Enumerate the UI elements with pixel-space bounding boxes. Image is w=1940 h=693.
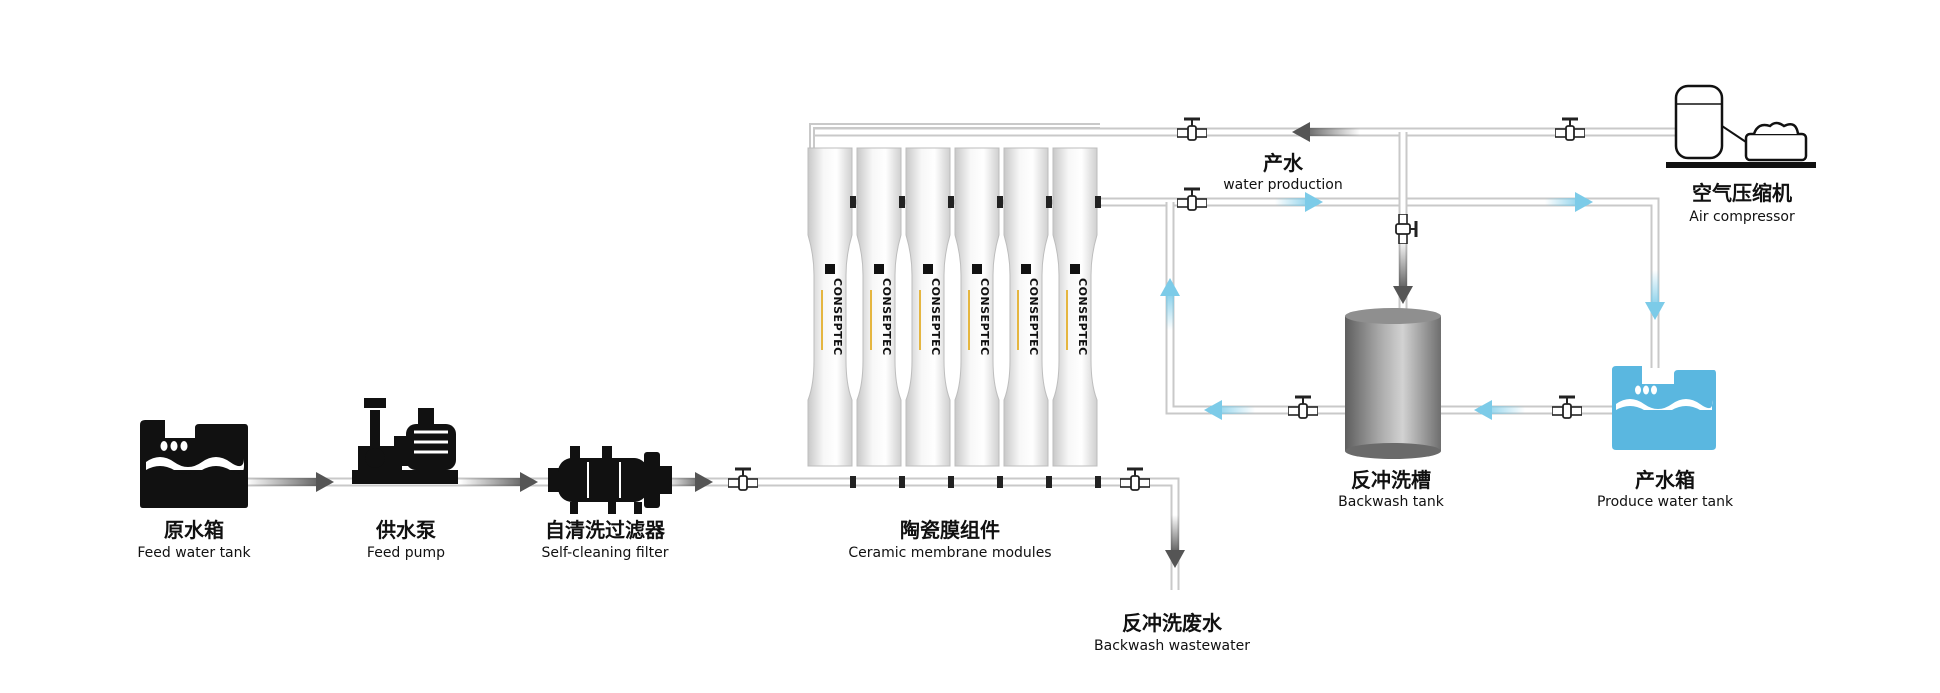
- backwash-tank-label-zh: 反冲洗槽: [1351, 468, 1431, 492]
- membrane-module: CONSEPTEC: [954, 147, 1003, 488]
- labels: 原水箱 Feed water tank 供水泵 Feed pump 自清洗过滤器…: [137, 151, 1795, 654]
- membrane-module: CONSEPTEC: [1003, 147, 1052, 488]
- brand-logo-icon: [923, 264, 933, 274]
- membrane-module: CONSEPTEC: [1052, 147, 1101, 488]
- valve-icon: [1177, 117, 1207, 142]
- module-brand-text: CONSEPTEC: [978, 278, 991, 356]
- membranes-label-zh: 陶瓷膜组件: [900, 518, 1000, 542]
- pipes: [246, 123, 1705, 590]
- pump-icon: [352, 398, 458, 484]
- arrow-down: [1645, 302, 1665, 320]
- arrow-right: [695, 472, 713, 492]
- module-brand-text: CONSEPTEC: [929, 278, 942, 356]
- arrow-right: [316, 472, 334, 492]
- backwash-wastewater-label-en: Backwash wastewater: [1094, 638, 1250, 654]
- pipe-backwash-loop: [1165, 202, 1350, 415]
- arrow-left: [1474, 400, 1492, 420]
- feed-tank-label-en: Feed water tank: [137, 545, 251, 561]
- valve-icon: [1394, 214, 1418, 244]
- arrow-down: [1165, 550, 1185, 568]
- brand-logo-icon: [874, 264, 884, 274]
- module-brand-text: CONSEPTEC: [831, 278, 844, 356]
- feed-pump-label-zh: 供水泵: [375, 518, 436, 542]
- membrane-module: CONSEPTEC: [807, 147, 856, 488]
- membranes-label-en: Ceramic membrane modules: [848, 545, 1051, 561]
- valve-icon: [1120, 467, 1150, 492]
- arrow-left: [1204, 400, 1222, 420]
- backwash-tank-icon: [1345, 308, 1441, 459]
- brand-logo-icon: [825, 264, 835, 274]
- water-production-label-en: water production: [1223, 177, 1343, 193]
- backwash-tank-label-en: Backwash tank: [1338, 494, 1445, 510]
- air-compressor-label-en: Air compressor: [1689, 209, 1795, 225]
- arrow-up: [1160, 278, 1180, 296]
- arrow-right: [520, 472, 538, 492]
- water-production-label-zh: 产水: [1263, 151, 1304, 175]
- membrane-module: CONSEPTEC: [856, 147, 905, 488]
- brand-logo-icon: [1021, 264, 1031, 274]
- arrow-left: [1292, 122, 1310, 142]
- feed-tank-label-zh: 原水箱: [164, 518, 224, 542]
- backwash-wastewater-label-zh: 反冲洗废水: [1122, 611, 1223, 635]
- membrane-modules: CONSEPTEC CONSEPTEC CONSEPTEC CONSEPTEC CONS…: [807, 147, 1101, 488]
- produce-tank-label-en: Produce water tank: [1597, 494, 1734, 510]
- valve-icon: [728, 467, 758, 492]
- module-brand-text: CONSEPTEC: [1027, 278, 1040, 356]
- filter-label-en: Self-cleaning filter: [542, 545, 669, 561]
- compressor-icon: [1666, 84, 1816, 168]
- brand-logo-icon: [972, 264, 982, 274]
- module-brand-text: CONSEPTEC: [1076, 278, 1089, 356]
- brand-logo-icon: [1070, 264, 1080, 274]
- filter-icon: [548, 446, 672, 514]
- valve-icon: [1288, 395, 1318, 420]
- flow-arrows-dark: [246, 122, 1413, 568]
- arrow-right: [1575, 192, 1593, 212]
- produce-tank-icon: [1612, 366, 1716, 450]
- membrane-module: CONSEPTEC: [905, 147, 954, 488]
- flow-arrows-blue: [1160, 192, 1665, 420]
- produce-tank-label-zh: 产水箱: [1635, 468, 1695, 492]
- feed-pump-label-en: Feed pump: [367, 545, 445, 561]
- module-brand-text: CONSEPTEC: [880, 278, 893, 356]
- valve-icon: [1555, 117, 1585, 142]
- feed-tank-icon: [140, 420, 248, 508]
- valve-icon: [1552, 395, 1582, 420]
- valve-icon: [1177, 187, 1207, 212]
- arrow-down: [1393, 286, 1413, 304]
- filter-label-zh: 自清洗过滤器: [545, 518, 666, 542]
- air-compressor-label-zh: 空气压缩机: [1692, 181, 1792, 205]
- arrow-right: [1305, 192, 1323, 212]
